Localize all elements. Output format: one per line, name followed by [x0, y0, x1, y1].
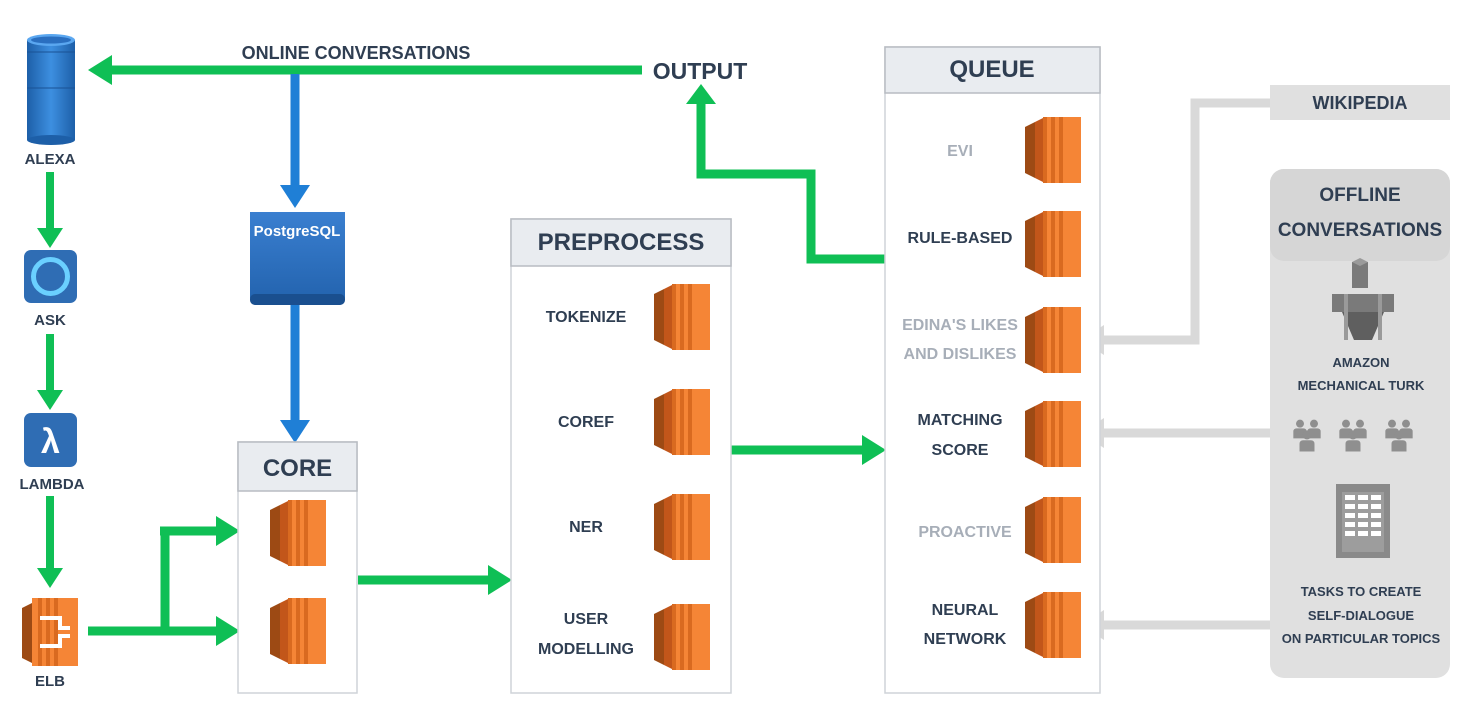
elb-node: ELB [22, 598, 78, 690]
database-icon [250, 212, 345, 305]
queue-item-label: NEURAL [932, 602, 999, 619]
ec2-instance-icon [1025, 307, 1081, 373]
queue-item-evi: EVI [947, 117, 1081, 183]
alexa-node: ALEXA [25, 34, 76, 168]
queue-item-neural-network: NEURAL NETWORK [924, 592, 1081, 658]
tasks-label: ON PARTICULAR TOPICS [1282, 631, 1441, 646]
wikipedia-label: WIKIPEDIA [1312, 93, 1407, 113]
queue-item-label: RULE-BASED [908, 230, 1013, 247]
alexa-skills-kit-icon [24, 250, 77, 303]
lambda-node: λ LAMBDA [20, 413, 85, 493]
preprocess-item-label: COREF [558, 414, 614, 431]
queue-item-edinas-likes: EDINA'S LIKES AND DISLIKES [902, 307, 1081, 373]
core-panel: CORE [237, 441, 358, 694]
lambda-label: LAMBDA [20, 476, 85, 493]
queue-item-label: EDINA'S LIKES [902, 317, 1018, 334]
elastic-load-balancer-icon [22, 598, 78, 666]
online-conversations-label: ONLINE CONVERSATIONS [242, 43, 471, 63]
preprocess-panel: PREPROCESS TOKENIZE COREF NER USER MODEL… [510, 218, 732, 694]
ec2-instance-icon [1025, 592, 1081, 658]
queue-title: QUEUE [949, 56, 1034, 83]
preprocess-item-label: USER [564, 611, 609, 628]
ask-label: ASK [34, 312, 66, 329]
tasks-label: TASKS TO CREATE [1301, 584, 1422, 599]
preprocess-item-ner: NER [569, 494, 710, 560]
preprocess-title: PREPROCESS [538, 229, 705, 256]
queue-item-label: PROACTIVE [918, 524, 1012, 541]
queue-item-label: AND DISLIKES [904, 346, 1017, 363]
preprocess-item-tokenize: TOKENIZE [546, 284, 710, 350]
preprocess-queue-arrow [731, 435, 886, 465]
postgres-write-arrow [280, 74, 310, 208]
svg-text:λ: λ [41, 423, 60, 461]
wikipedia-box: WIKIPEDIA [1270, 85, 1450, 120]
output-label: OUTPUT [653, 58, 748, 84]
ask-lambda-arrow [37, 334, 63, 410]
ec2-instance-icon [1025, 497, 1081, 563]
ec2-instance-icon [654, 604, 710, 670]
lambda-elb-arrow [37, 496, 63, 588]
core-title: CORE [263, 455, 332, 482]
elb-core-arrow [88, 516, 240, 646]
alexa-device-icon [27, 34, 75, 145]
core-preprocess-arrow [358, 565, 512, 595]
queue-item-label: EVI [947, 143, 973, 160]
online-conversations-arrow [88, 55, 642, 85]
postgresql-node: PostgreSQL [250, 212, 345, 305]
ec2-instance-icon [1025, 117, 1081, 183]
queue-item-matching-score: MATCHING SCORE [917, 401, 1081, 467]
ec2-instance-icon [1025, 401, 1081, 467]
mturk-label: MECHANICAL TURK [1298, 378, 1425, 393]
ask-node: ASK [24, 250, 77, 329]
tasks-label: SELF-DIALOGUE [1308, 608, 1414, 623]
lambda-icon: λ [24, 413, 77, 467]
queue-item-label: MATCHING [917, 412, 1002, 429]
offline-title: OFFLINE [1319, 185, 1400, 206]
tasks-neural-arrow [1081, 610, 1270, 640]
core-ec2-icon [270, 598, 326, 664]
preprocess-item-coref: COREF [558, 389, 710, 455]
postgresql-label: PostgreSQL [254, 223, 341, 240]
offline-conversations-panel: OFFLINE CONVERSATIONS AMAZON MECHANICAL … [1270, 169, 1450, 678]
mturk-label: AMAZON [1332, 355, 1389, 370]
ec2-instance-icon [1025, 211, 1081, 277]
ec2-instance-icon [654, 284, 710, 350]
queue-item-rule-based: RULE-BASED [908, 211, 1081, 277]
alexa-label: ALEXA [25, 151, 76, 168]
preprocess-item-label: TOKENIZE [546, 309, 627, 326]
queue-output-arrow [686, 84, 886, 264]
postgres-core-arrow [280, 305, 310, 443]
preprocess-item-label: MODELLING [538, 641, 634, 658]
preprocess-item-label: NER [569, 519, 603, 536]
mturk-matching-arrow [1081, 418, 1270, 448]
preprocess-item-user-modelling: USER MODELLING [538, 604, 710, 670]
wikipedia-likes-arrow [1081, 98, 1270, 355]
queue-panel: QUEUE EVI RULE-BASED EDINA'S LIKES AND D… [884, 46, 1101, 694]
task-document-icon [1336, 484, 1390, 558]
core-ec2-icon [270, 500, 326, 566]
queue-item-label: NETWORK [924, 631, 1007, 648]
elb-label: ELB [35, 673, 65, 690]
ec2-instance-icon [654, 494, 710, 560]
mechanical-turk-icon [1332, 258, 1394, 340]
alexa-ask-arrow [37, 172, 63, 248]
queue-item-label: SCORE [932, 442, 989, 459]
ec2-instance-icon [654, 389, 710, 455]
offline-title: CONVERSATIONS [1278, 220, 1442, 241]
queue-item-proactive: PROACTIVE [918, 497, 1081, 563]
